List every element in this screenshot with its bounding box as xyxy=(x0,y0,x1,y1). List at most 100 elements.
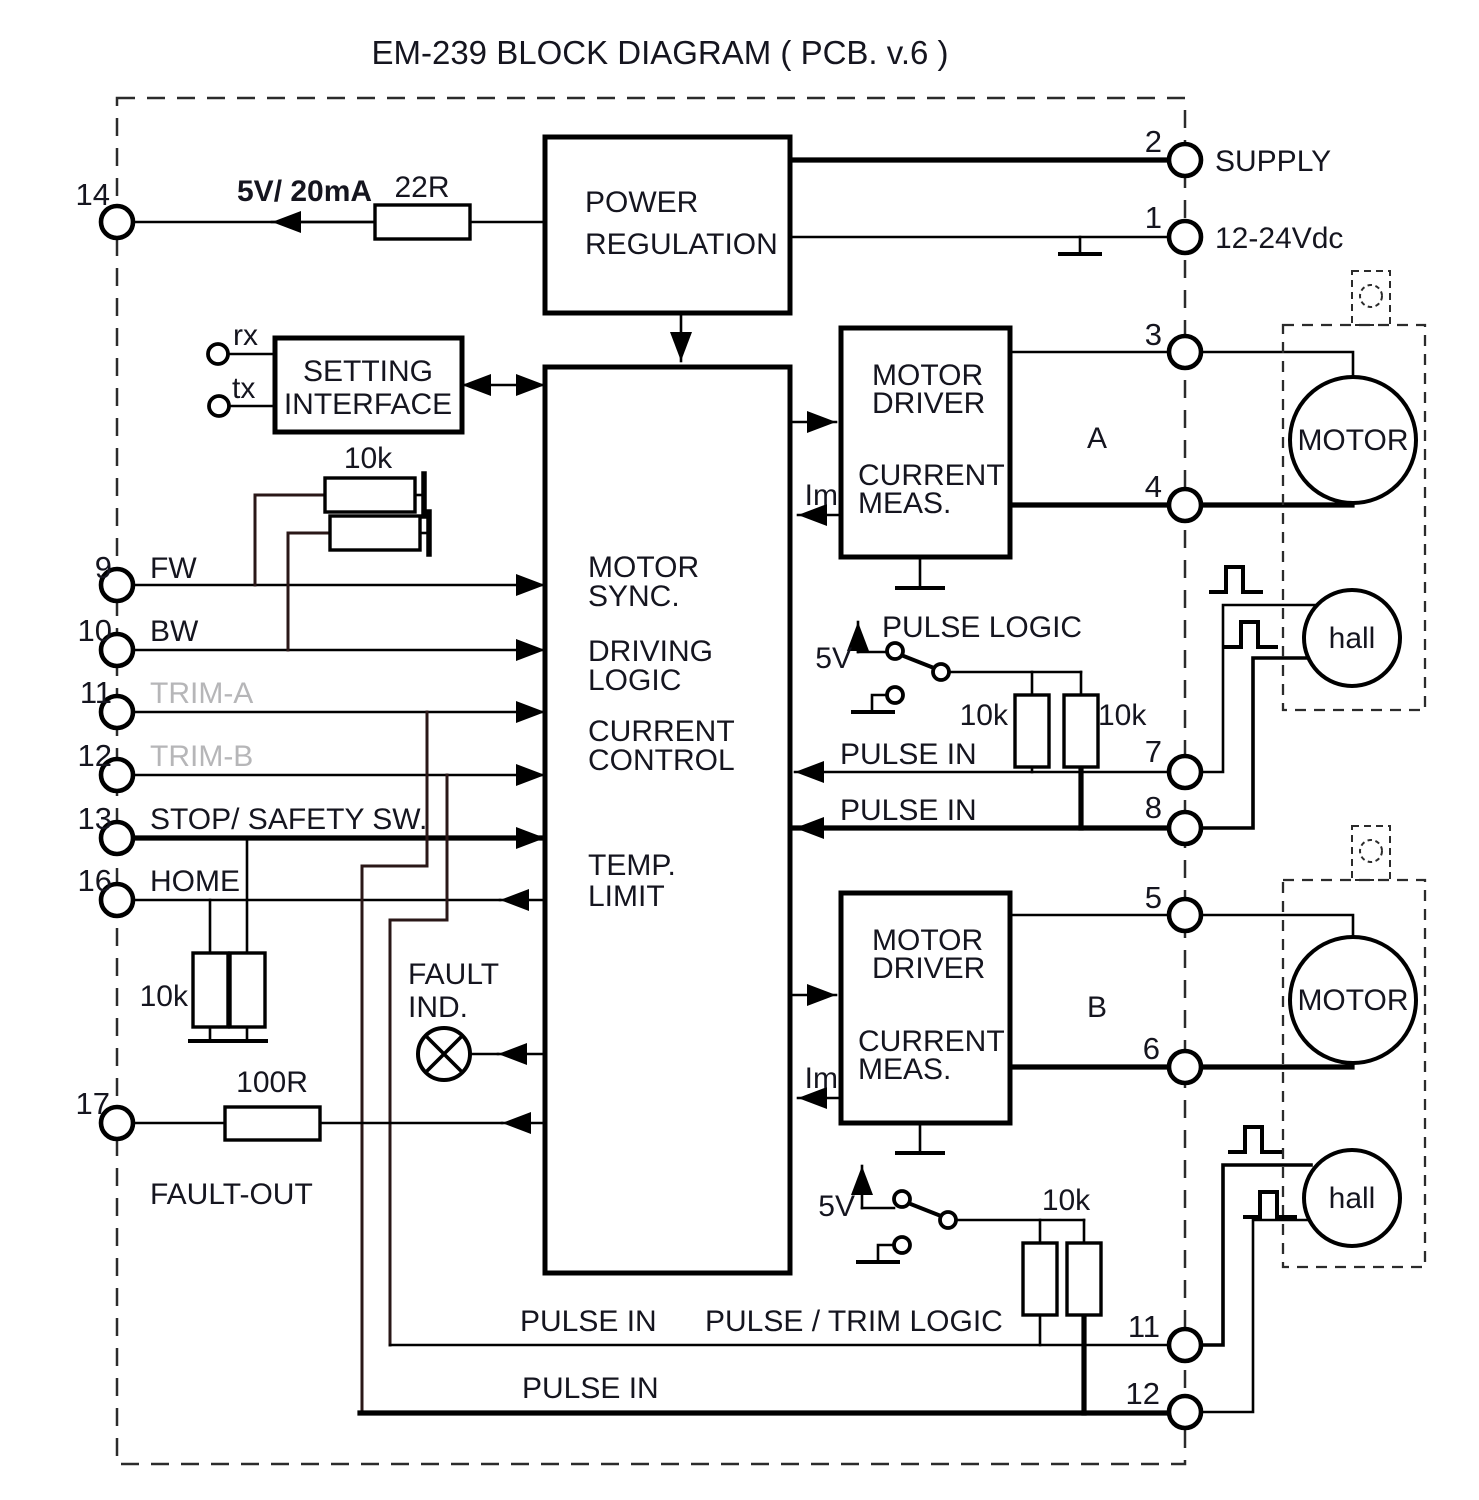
switch-a-lower xyxy=(885,685,905,705)
tx-label: tx xyxy=(232,372,255,405)
rx-terminal xyxy=(206,342,230,366)
power-regulation-box xyxy=(542,134,793,316)
im-b-label: Im xyxy=(805,1062,838,1095)
power-regulation-line1: POWER xyxy=(585,186,698,219)
motor-a-label: MOTOR xyxy=(1297,424,1408,457)
pin-6 xyxy=(1166,1048,1204,1086)
pin-12-bottom-number: 12 xyxy=(1126,1376,1160,1411)
wire-pin7-hall xyxy=(1199,603,1318,774)
wire-pin4-motor xyxy=(1198,499,1355,508)
controller-l4: LOGIC xyxy=(588,664,681,697)
pulse-logic-a-title: PULSE LOGIC xyxy=(882,611,1082,644)
switch-b-common xyxy=(892,1189,912,1209)
labels: 14 5V/ 20mA 22R 2 SUPPLY 1 12-24Vdc 9 FW… xyxy=(76,124,1344,1411)
pin-9 xyxy=(98,566,136,604)
switch-b-moving xyxy=(938,1210,958,1230)
motor-driver-b-block: MOTOR DRIVER CURRENT MEAS. B Im xyxy=(805,890,1107,1126)
resistor-pulldown-1 xyxy=(191,951,230,1029)
vin-label: 12-24Vdc xyxy=(1215,222,1343,255)
pulse-glyph-a1 xyxy=(1209,565,1263,594)
switch-b-blade xyxy=(905,1200,944,1219)
rx-label: rx xyxy=(233,319,258,352)
controller-box xyxy=(542,364,793,1276)
pulse-in-11-label: PULSE IN xyxy=(520,1305,657,1338)
motor-b-enclosure xyxy=(1281,878,1427,1269)
pin-9-number: 9 xyxy=(95,550,112,585)
pin-7 xyxy=(1166,753,1204,791)
motor-a-shaft-icon xyxy=(1359,284,1383,308)
driver-b-l1: MOTOR xyxy=(872,924,983,957)
driver-a-l1: MOTOR xyxy=(872,359,983,392)
motor-b-icon xyxy=(1288,935,1418,1065)
pin-11-bottom-number: 11 xyxy=(1128,1309,1160,1344)
motor-a-assembly: MOTOR hall xyxy=(1209,270,1427,712)
pin-8-number: 8 xyxy=(1145,790,1162,825)
pin-3 xyxy=(1166,333,1204,371)
switch-a-blade xyxy=(898,652,937,671)
controller-l5: CURRENT xyxy=(588,715,735,748)
pulse-a-r-left-value: 10k xyxy=(960,699,1009,732)
resistor-pulldown-2 xyxy=(228,951,267,1029)
pulse-in-12-label: PULSE IN xyxy=(522,1372,659,1405)
controller-l2: SYNC. xyxy=(588,580,680,613)
switch-a-common xyxy=(885,641,905,661)
motor-a-icon xyxy=(1288,375,1418,505)
switch-a-gnd-link xyxy=(870,693,889,712)
wire-pullup-bw xyxy=(286,531,332,652)
hall-a-label: hall xyxy=(1329,622,1376,655)
controller-l1: MOTOR xyxy=(588,551,699,584)
pulldown-value: 10k xyxy=(140,980,189,1013)
wire-pin12-hall xyxy=(1199,1218,1310,1414)
motor-driver-a-block: MOTOR DRIVER CURRENT MEAS. A Im xyxy=(805,325,1107,560)
pin-16 xyxy=(98,881,136,919)
aux5v-label: 5V/ 20mA xyxy=(237,175,372,208)
switch-b-lower xyxy=(892,1235,912,1255)
pin-5 xyxy=(1166,896,1204,934)
pulse-switch-b xyxy=(892,1189,958,1255)
resistor-22r xyxy=(373,203,472,241)
resistor-pulse-b2 xyxy=(1065,1241,1103,1317)
resistor-pullup-1 xyxy=(323,476,417,514)
motor-driver-b-box xyxy=(838,890,1013,1126)
pin-5-number: 5 xyxy=(1145,880,1162,915)
pin-8 xyxy=(1166,809,1204,847)
5v-b-label: 5V xyxy=(818,1190,855,1223)
controller-l3: DRIVING xyxy=(588,635,713,668)
trim-b-label: TRIM-B xyxy=(150,740,253,773)
pin-13 xyxy=(98,819,136,857)
pin-13-number: 13 xyxy=(78,801,112,836)
pulse-in-7-label: PULSE IN xyxy=(840,738,977,771)
motor-b-shaft-box xyxy=(1351,825,1391,881)
resistor-100r-value: 100R xyxy=(236,1066,308,1099)
pulse-trim-logic-title: PULSE / TRIM LOGIC xyxy=(705,1305,1003,1338)
switch-a-moving xyxy=(931,662,951,682)
pin-4 xyxy=(1166,486,1204,524)
driver-b-l4: MEAS. xyxy=(858,1053,951,1086)
riser-trim-a xyxy=(360,710,429,1415)
driver-a-l3: CURRENT xyxy=(858,459,1005,492)
stop-label: STOP/ SAFETY SW. xyxy=(150,803,427,836)
pin-11-number: 11 xyxy=(80,675,112,710)
resistor-pulse-a1 xyxy=(1013,693,1051,769)
pin-11-left xyxy=(98,693,136,731)
motor-b-assembly: MOTOR hall xyxy=(1228,825,1427,1269)
driver-a-l4: MEAS. xyxy=(858,487,951,520)
fault-indicator: FAULT IND. xyxy=(408,958,499,1082)
pin-14 xyxy=(98,203,136,241)
driver-a-l2: DRIVER xyxy=(872,387,985,420)
pin-12-number: 12 xyxy=(78,738,112,773)
power-regulation-line2: REGULATION xyxy=(585,228,778,261)
pulse-b-r-value: 10k xyxy=(1042,1184,1091,1217)
wire-pin11-hall xyxy=(1199,1163,1313,1347)
pin-14-number: 14 xyxy=(76,177,110,212)
fault-ind-label2: IND. xyxy=(408,991,468,1024)
trim-a-label: TRIM-A xyxy=(150,677,253,710)
pulse-a-r-right-value: 10k xyxy=(1098,699,1147,732)
hall-b-icon xyxy=(1302,1148,1402,1248)
resistor-22r-value: 22R xyxy=(394,171,449,204)
channel-a-label: A xyxy=(1087,422,1107,455)
driver-b-l2: DRIVER xyxy=(872,952,985,985)
fault-out-label: FAULT-OUT xyxy=(150,1178,313,1211)
hall-b-label: hall xyxy=(1329,1182,1376,1215)
